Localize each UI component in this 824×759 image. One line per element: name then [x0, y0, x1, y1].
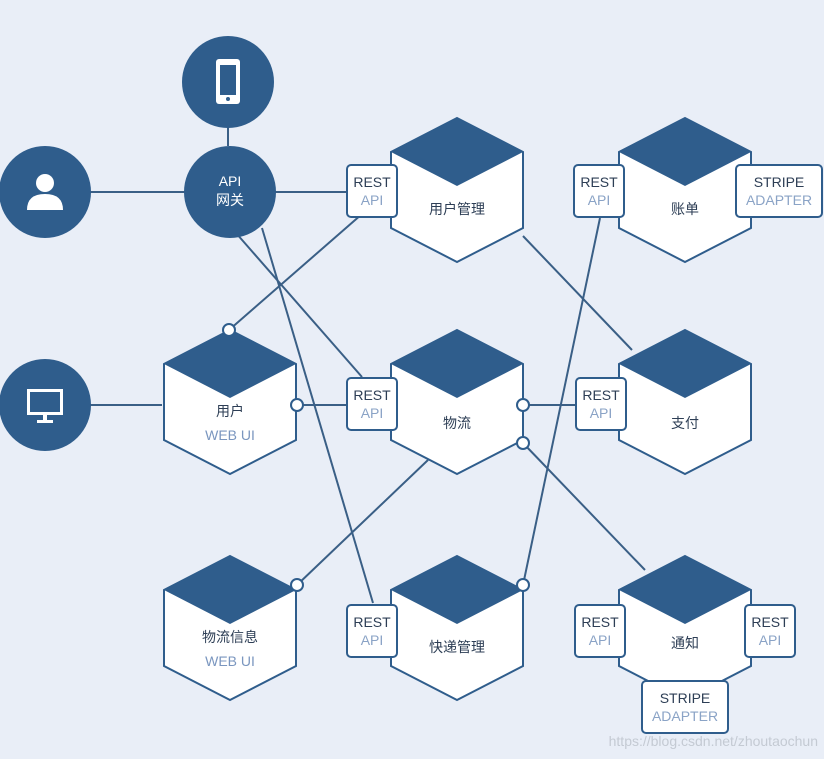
api-gateway-line1: API: [219, 173, 242, 189]
service-logistics: 物流: [390, 329, 524, 475]
service-user-web-ui: 用户 WEB UI: [163, 329, 297, 475]
service-label: 支付: [671, 415, 699, 431]
connection-ports: [222, 323, 530, 592]
service-label: 通知: [671, 635, 699, 651]
smartphone-icon: [216, 59, 240, 104]
service-label: 物流: [443, 415, 471, 431]
line-gateway-logistics: [235, 232, 363, 378]
tag-stripe-adapter-billing: STRIPE ADAPTER: [735, 164, 823, 218]
service-notification: 通知: [618, 555, 752, 701]
port-web-ui-right: [290, 398, 304, 412]
tag-rest-api-notification-left: REST API: [574, 604, 626, 658]
tag-top: REST: [353, 387, 391, 403]
port-logistics-right: [516, 398, 530, 412]
tag-rest-api-user-management: REST API: [346, 164, 398, 218]
tag-bottom: ADAPTER: [652, 708, 718, 724]
port-logistics-lower-right: [516, 436, 530, 450]
tag-rest-api-billing: REST API: [573, 164, 625, 218]
service-sublabel: WEB UI: [205, 427, 255, 443]
tag-bottom: API: [361, 192, 384, 208]
service-sublabel: WEB UI: [205, 653, 255, 669]
service-payment: 支付: [618, 329, 752, 475]
tag-top: REST: [582, 387, 620, 403]
service-label: 用户管理: [429, 201, 485, 217]
line-logistics-notification: [522, 442, 646, 571]
service-label: 用户: [216, 403, 244, 419]
tag-rest-api-express-management: REST API: [346, 604, 398, 658]
port-web-ui-top: [222, 323, 236, 337]
line-user-management-payment: [522, 235, 633, 351]
tag-bottom: API: [588, 192, 611, 208]
port-express-right: [516, 578, 530, 592]
tag-bottom: API: [361, 632, 384, 648]
tag-rest-api-notification-right: REST API: [744, 604, 796, 658]
line-express-billing: [522, 217, 601, 586]
user-client: [0, 146, 91, 238]
tag-top: REST: [353, 174, 391, 190]
tag-bottom: API: [759, 632, 782, 648]
service-label: 快递管理: [429, 639, 485, 655]
api-gateway: API 网关: [184, 146, 276, 238]
watermark-text: https://blog.csdn.net/zhoutaochun: [608, 733, 818, 749]
port-logistics-info-right: [290, 578, 304, 592]
connection-lines: [90, 126, 646, 604]
tag-bottom: API: [590, 405, 613, 421]
tag-bottom: API: [361, 405, 384, 421]
line-gateway-express: [261, 227, 374, 604]
tag-top: REST: [581, 614, 619, 630]
mobile-client: [182, 36, 274, 128]
user-icon: [27, 174, 63, 210]
tag-bottom: API: [589, 632, 612, 648]
service-express-management: 快递管理: [390, 555, 524, 701]
tag-rest-api-payment: REST API: [575, 377, 627, 431]
service-user-management: 用户管理: [390, 117, 524, 263]
service-label: 物流信息: [202, 629, 258, 645]
monitor-icon: [27, 389, 63, 423]
line-logistics-info-logistics: [296, 459, 429, 586]
tag-top: STRIPE: [660, 690, 711, 706]
line-web-ui-user-management: [228, 213, 363, 331]
tag-stripe-adapter-notification: STRIPE ADAPTER: [641, 680, 729, 734]
tag-top: REST: [751, 614, 789, 630]
service-label: 账单: [671, 201, 699, 217]
api-gateway-line2: 网关: [216, 192, 244, 208]
service-logistics-info-web-ui: 物流信息 WEB UI: [163, 555, 297, 701]
tag-bottom: ADAPTER: [746, 192, 812, 208]
tag-top: REST: [353, 614, 391, 630]
desktop-client: [0, 359, 91, 451]
service-billing: 账单: [618, 117, 752, 263]
tag-rest-api-logistics: REST API: [346, 377, 398, 431]
tag-top: REST: [580, 174, 618, 190]
tag-top: STRIPE: [754, 174, 805, 190]
